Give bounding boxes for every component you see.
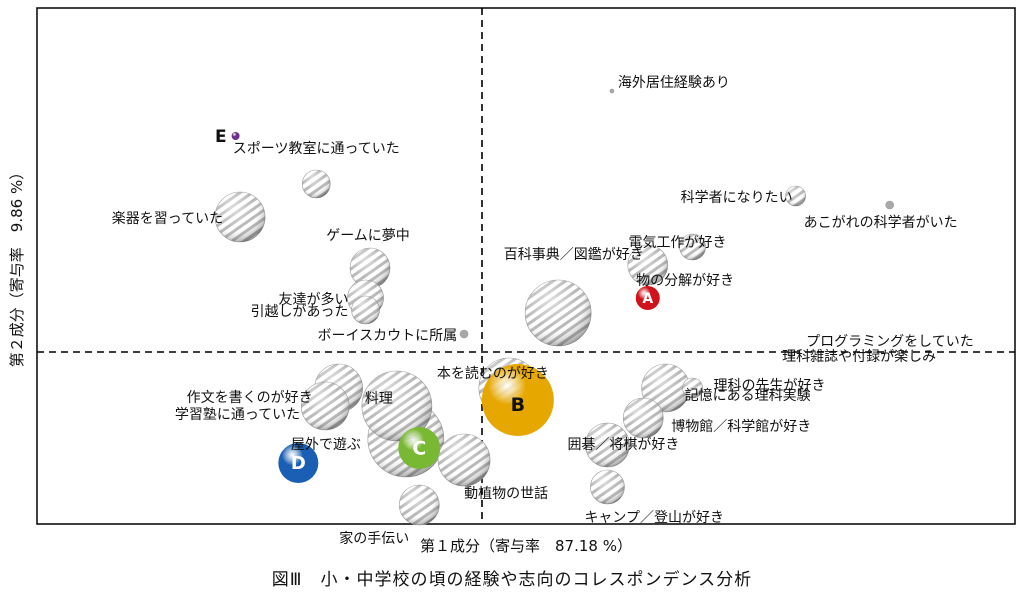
item-label-21: 家の手伝い [339, 530, 409, 547]
group-label-b: B [511, 394, 525, 416]
bubble-layer [214, 88, 894, 526]
item-label-3: 楽器を習っていた [112, 211, 223, 227]
group-label-d: D [291, 453, 306, 474]
bubble-15 [788, 349, 794, 355]
item-label-15: プログラミングをしていた [806, 334, 974, 350]
bubble-23 [641, 363, 690, 413]
item-label-10: 電気工作が好き [629, 235, 727, 251]
bubble-12 [524, 279, 592, 347]
item-label-13: 理科雑誌や付録が楽しみ [782, 349, 936, 365]
item-label-25: 囲碁／将棋が好き [567, 437, 679, 453]
item-label-4: ゲームに夢中 [326, 228, 410, 244]
item-label-11: 百科事典／図鑑が好き [504, 246, 644, 263]
bubble-18 [361, 370, 433, 442]
bubble-8 [785, 185, 806, 207]
group-marker-a: A [635, 286, 660, 310]
item-label-19: 屋外で遊ぶ [291, 437, 361, 453]
item-label-14: 本を読むのが好き [437, 365, 549, 382]
bubble-21 [398, 484, 440, 526]
item-label-20: 動植物の世話 [464, 485, 548, 502]
group-marker-b: B [481, 364, 554, 436]
group-label-e: E [215, 127, 227, 147]
bubble-1 [609, 88, 615, 94]
bubble-2 [301, 169, 331, 199]
plot-frame [36, 7, 1016, 525]
group-label-a: A [642, 291, 653, 307]
group-marker-d: D [278, 443, 319, 483]
bubble-11 [627, 244, 669, 286]
bubble-7 [459, 329, 469, 339]
item-label-1: 海外居住経験あり [618, 75, 730, 91]
item-label-7: ボーイスカウトに所属 [317, 328, 457, 344]
item-label-6: 引越しがあった [251, 304, 349, 320]
x-axis-title: 第１成分（寄与率 87.18 %） [420, 537, 632, 555]
item-label-2: スポーツ教室に通っていた [233, 140, 400, 157]
item-label-22: 理科の先生が好き [714, 378, 826, 394]
item-label-18: 料理 [365, 391, 393, 407]
item-label-26: キャンプ／登山が好き [584, 510, 724, 526]
item-label-5: 友達が多い [279, 291, 349, 308]
group-marker-e: E [215, 127, 240, 147]
item-label-23: 記憶にある理科実験 [685, 387, 811, 404]
bubble-25 [585, 422, 630, 468]
group-label-c: C [412, 437, 426, 459]
group-marker-layer: A B C D E [215, 127, 660, 483]
bubble-20 [437, 433, 491, 487]
item-label-24: 博物館／科学館が好き [671, 418, 811, 435]
bubble-17 [300, 381, 350, 431]
figure-caption: 図Ⅲ 小・中学校の頃の経験や志向のコレスポンデンス分析 [272, 569, 752, 590]
item-label-9: あこがれの科学者がいた [804, 215, 958, 231]
bubble-10 [679, 233, 706, 261]
item-label-12: 物の分解が好き [636, 273, 734, 289]
item-label-layer: 海外居住経験ありスポーツ教室に通っていた楽器を習っていたゲームに夢中友達が多い引… [112, 75, 974, 547]
y-axis-title: 第２成分（寄与率 9.86 %） [8, 165, 26, 367]
bubble-9 [885, 200, 894, 210]
group-marker-c: C [398, 427, 441, 469]
bubble-6 [351, 295, 380, 325]
item-label-8: 科学者になりたい [681, 190, 793, 206]
bubble-3 [214, 191, 266, 243]
item-label-16: 作文を書くのが好き [187, 390, 313, 406]
bubble-24 [622, 397, 664, 439]
bubble-22 [682, 377, 703, 399]
item-label-17: 学習塾に通っていた [175, 407, 300, 423]
bubble-26 [590, 469, 625, 505]
